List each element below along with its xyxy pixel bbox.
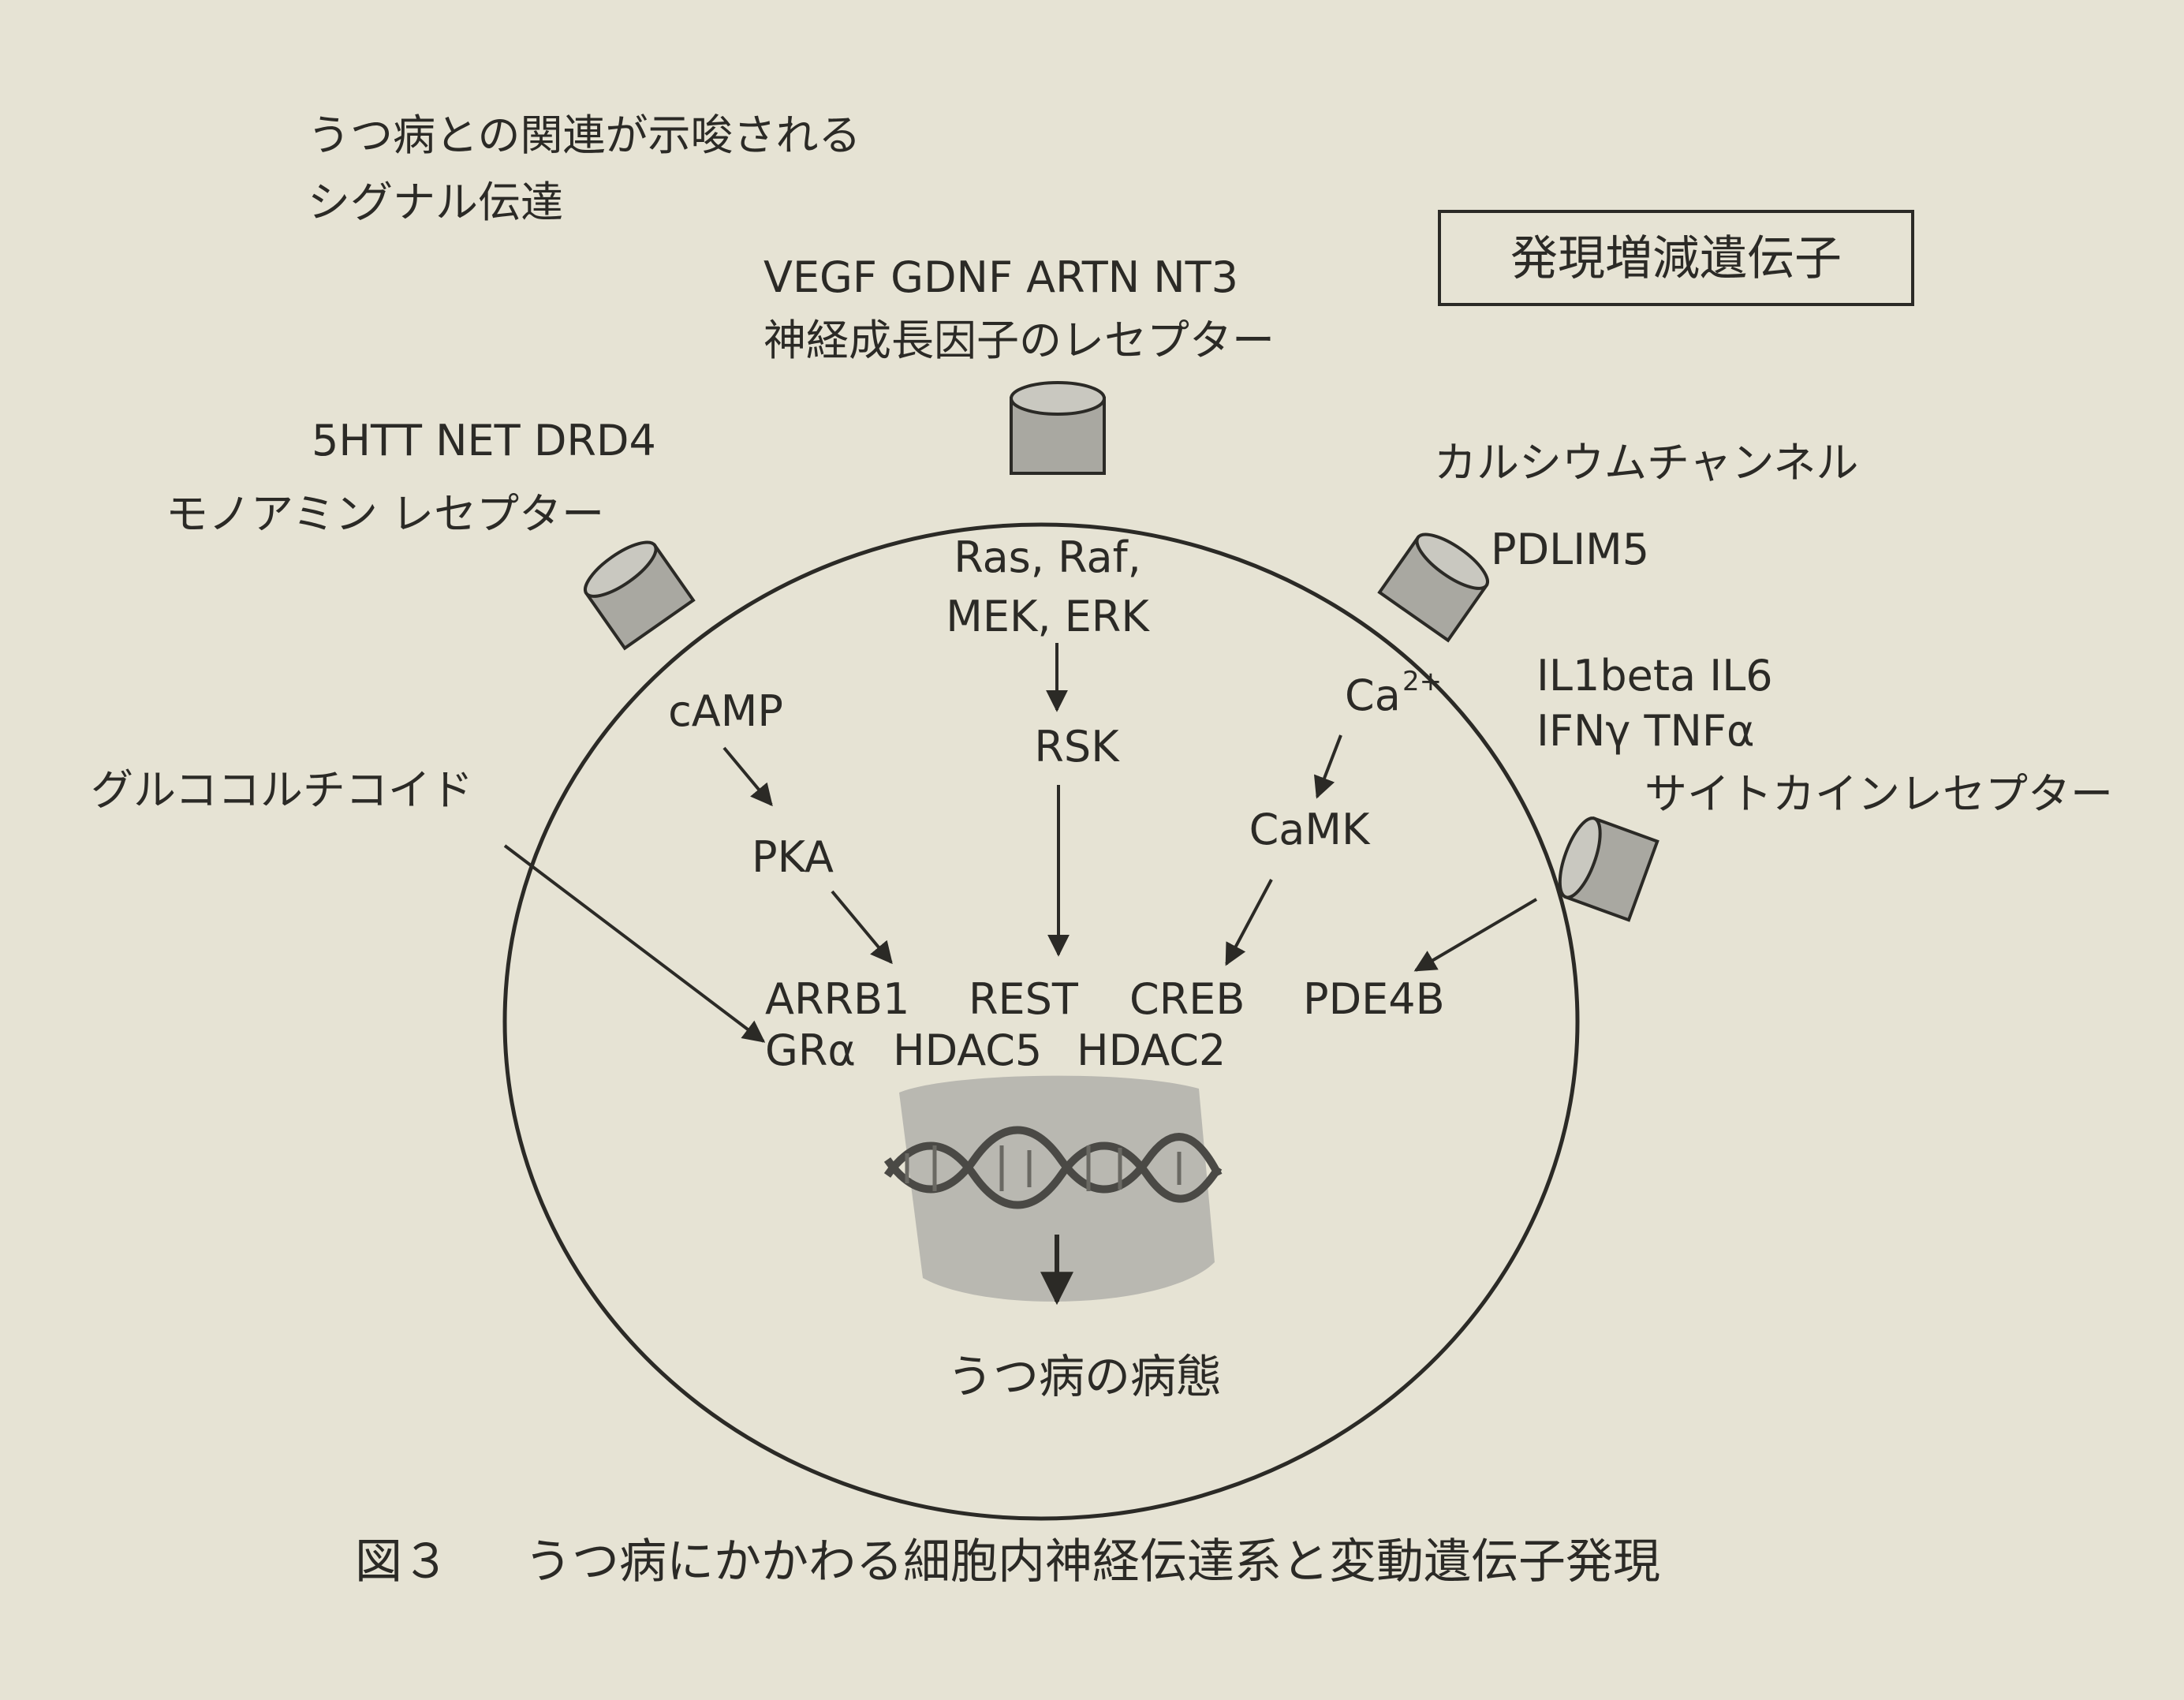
calcium-channel-icon: [1377, 532, 1489, 643]
glucocorticoid-label: グルココルチコイド: [91, 765, 473, 815]
boxed-label-frame: [1438, 210, 1914, 306]
ras-raf-label: Ras, Raf,: [954, 532, 1141, 582]
pka-label: PKA: [752, 832, 834, 882]
camp-label: cAMP: [668, 686, 783, 736]
pka-to-arrb1-arrow: [831, 890, 893, 965]
camk-to-creb-arrow: [1225, 879, 1273, 966]
gr-alpha-label: GRα: [765, 1026, 856, 1075]
figure-caption: うつ病にかかわる細胞内神経伝達系と変動遺伝子発現: [525, 1534, 1660, 1590]
figure-number: 図３: [355, 1534, 450, 1590]
ca-charge-label: 2+: [1402, 666, 1442, 697]
cytokine-genes-1: IL1beta IL6: [1536, 651, 1773, 701]
header-line2: シグナル伝達: [308, 177, 563, 227]
monoamine-label: モノアミン レセプター: [166, 489, 604, 539]
cytokine-receptor-label: サイトカインレセプター: [1645, 769, 2113, 819]
header-line1: うつ病との関連が示唆される: [308, 110, 861, 160]
rest-label: REST: [969, 974, 1079, 1024]
ca-label: Ca: [1345, 671, 1401, 720]
growth-factor-genes: VEGF GDNF ARTN NT3: [763, 252, 1238, 302]
dna-icon: [883, 1075, 1223, 1302]
glucocorticoid-to-gr-arrow: [503, 844, 766, 1043]
growth-factor-receptor-icon: [1010, 381, 1106, 475]
cell-membrane: [502, 522, 1580, 1521]
arrb1-label: ARRB1: [765, 974, 909, 1024]
outcome-label: うつ病の病態: [947, 1350, 1222, 1403]
mek-erk-label: MEK, ERK: [946, 592, 1150, 641]
monoamine-receptor-icon: [584, 540, 696, 651]
calcium-channel-gene: PDLIM5: [1491, 525, 1649, 574]
cytokine-to-pde4b-arrow: [1413, 898, 1538, 972]
hdac2-label: HDAC2: [1077, 1026, 1226, 1075]
ca-to-camk-arrow: [1313, 734, 1342, 799]
camp-to-pka-arrow: [722, 746, 773, 807]
monoamine-genes: 5HTT NET DRD4: [312, 416, 656, 465]
calcium-channel-label: カルシウムチャンネル: [1434, 438, 1858, 488]
creb-label: CREB: [1129, 974, 1245, 1024]
boxed-label: 発現増減遺伝子: [1510, 231, 1842, 286]
camk-label: CaMK: [1249, 805, 1371, 854]
hdac5-label: HDAC5: [893, 1026, 1042, 1075]
pde4b-label: PDE4B: [1303, 974, 1445, 1024]
growth-factor-label: 神経成長因子のレセプター: [763, 316, 1275, 365]
rsk-label: RSK: [1034, 722, 1120, 772]
cytokine-receptor-icon: [1558, 816, 1659, 922]
cytokine-genes-2: IFNγ TNFα: [1536, 706, 1755, 756]
